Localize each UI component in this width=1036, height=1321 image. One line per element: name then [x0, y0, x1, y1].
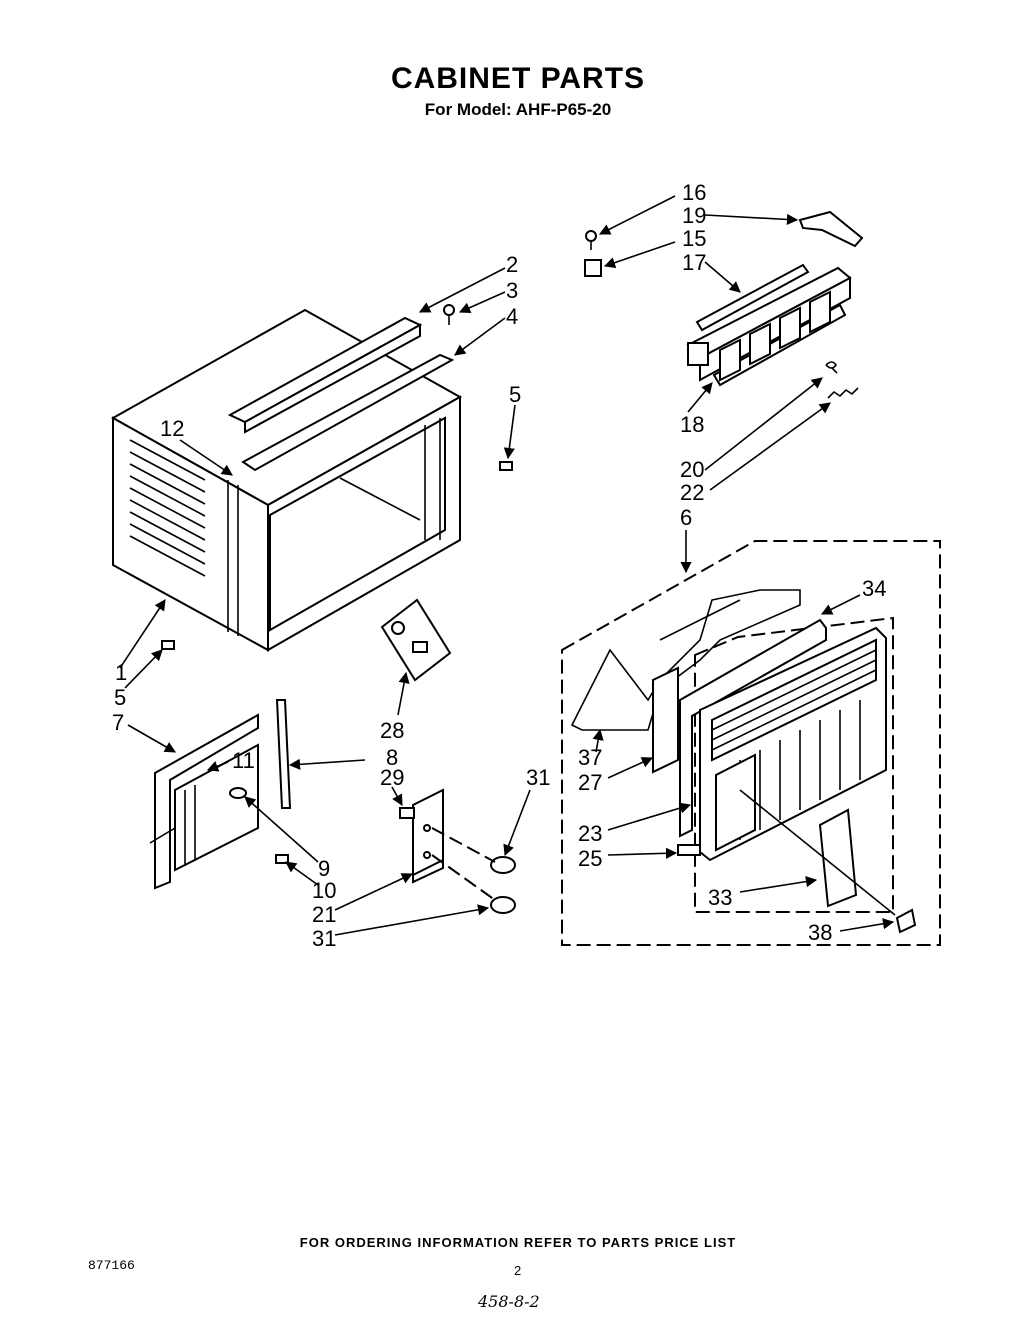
callout-27: 27	[578, 770, 602, 795]
callout-7: 7	[112, 710, 124, 735]
filter-door-part-33	[818, 808, 858, 908]
callout-37: 37	[578, 745, 602, 770]
front-grille-part-23	[699, 626, 887, 862]
bracket-part-19	[798, 210, 864, 248]
callout-22: 22	[680, 480, 704, 505]
page-title: CABINET PARTS	[390, 62, 646, 95]
callout-1: 1	[115, 660, 127, 685]
spring-part-22	[827, 387, 859, 399]
callout-12: 12	[160, 416, 184, 441]
callout-38: 38	[808, 920, 832, 945]
screw-part-16	[585, 230, 597, 250]
callout-31-lower: 31	[312, 926, 336, 951]
ordering-note: FOR ORDERING INFORMATION REFER TO PARTS …	[299, 1235, 737, 1250]
knob-part-31-lower	[490, 896, 516, 914]
callout-4: 4	[506, 304, 518, 329]
clip-part-15	[584, 259, 602, 277]
label-part-38	[895, 908, 917, 934]
callout-3: 3	[506, 278, 518, 303]
callout-16: 16	[682, 180, 706, 205]
callout-28: 28	[380, 718, 404, 743]
latch-part-25	[677, 844, 701, 856]
grille-sub-boundary	[694, 616, 894, 913]
screw-part-5-top	[499, 461, 513, 471]
spring-part-20	[825, 361, 838, 374]
callout-2: 2	[506, 252, 518, 277]
louver-assembly	[686, 266, 852, 387]
rail-part-4	[241, 353, 455, 472]
rail-part-17	[695, 263, 810, 332]
callout-9: 9	[318, 856, 330, 881]
callout-5-bottom: 5	[114, 685, 126, 710]
document-number: 877166	[88, 1258, 135, 1273]
bracket-part-9	[229, 787, 247, 799]
cabinet-louvers	[129, 439, 206, 577]
knob-part-31-upper	[490, 856, 516, 874]
screw-part-3	[443, 304, 455, 325]
callout-17: 17	[682, 250, 706, 275]
callout-21: 21	[312, 902, 336, 927]
callout-34: 34	[862, 576, 886, 601]
callout-10: 10	[312, 878, 336, 903]
callout-29: 29	[380, 765, 404, 790]
seal-gasket	[679, 618, 827, 838]
clip-part-29	[399, 807, 415, 819]
front-assembly-boundary	[561, 540, 941, 946]
filter-part-27	[652, 666, 679, 774]
mounting-plate-part-28	[380, 598, 452, 682]
page-number: 2	[514, 1263, 522, 1278]
callout-31-upper: 31	[526, 765, 550, 790]
callout-5-top: 5	[509, 382, 521, 407]
leader-lines	[119, 195, 895, 936]
cabinet-shell	[110, 308, 463, 652]
model-subtitle: For Model: AHF-P65-20	[424, 100, 612, 119]
top-rail-part-2-side	[244, 323, 421, 434]
side-curtain-panel	[149, 713, 259, 890]
callout-25: 25	[578, 846, 602, 871]
callout-23: 23	[578, 821, 602, 846]
bracket-part-21	[412, 788, 444, 884]
strip-part-8	[275, 699, 292, 809]
callout-6: 6	[680, 505, 692, 530]
callout-20: 20	[680, 457, 704, 482]
callout-15: 15	[682, 226, 706, 251]
callout-8: 8	[386, 745, 398, 770]
callout-11: 11	[232, 748, 255, 773]
screw-part-5-bottom	[161, 640, 175, 650]
screw-part-10	[275, 854, 289, 864]
handwritten-note: 458-8-2	[478, 1292, 540, 1311]
callout-19: 19	[682, 203, 706, 228]
callout-33: 33	[708, 885, 732, 910]
callout-18: 18	[680, 412, 704, 437]
